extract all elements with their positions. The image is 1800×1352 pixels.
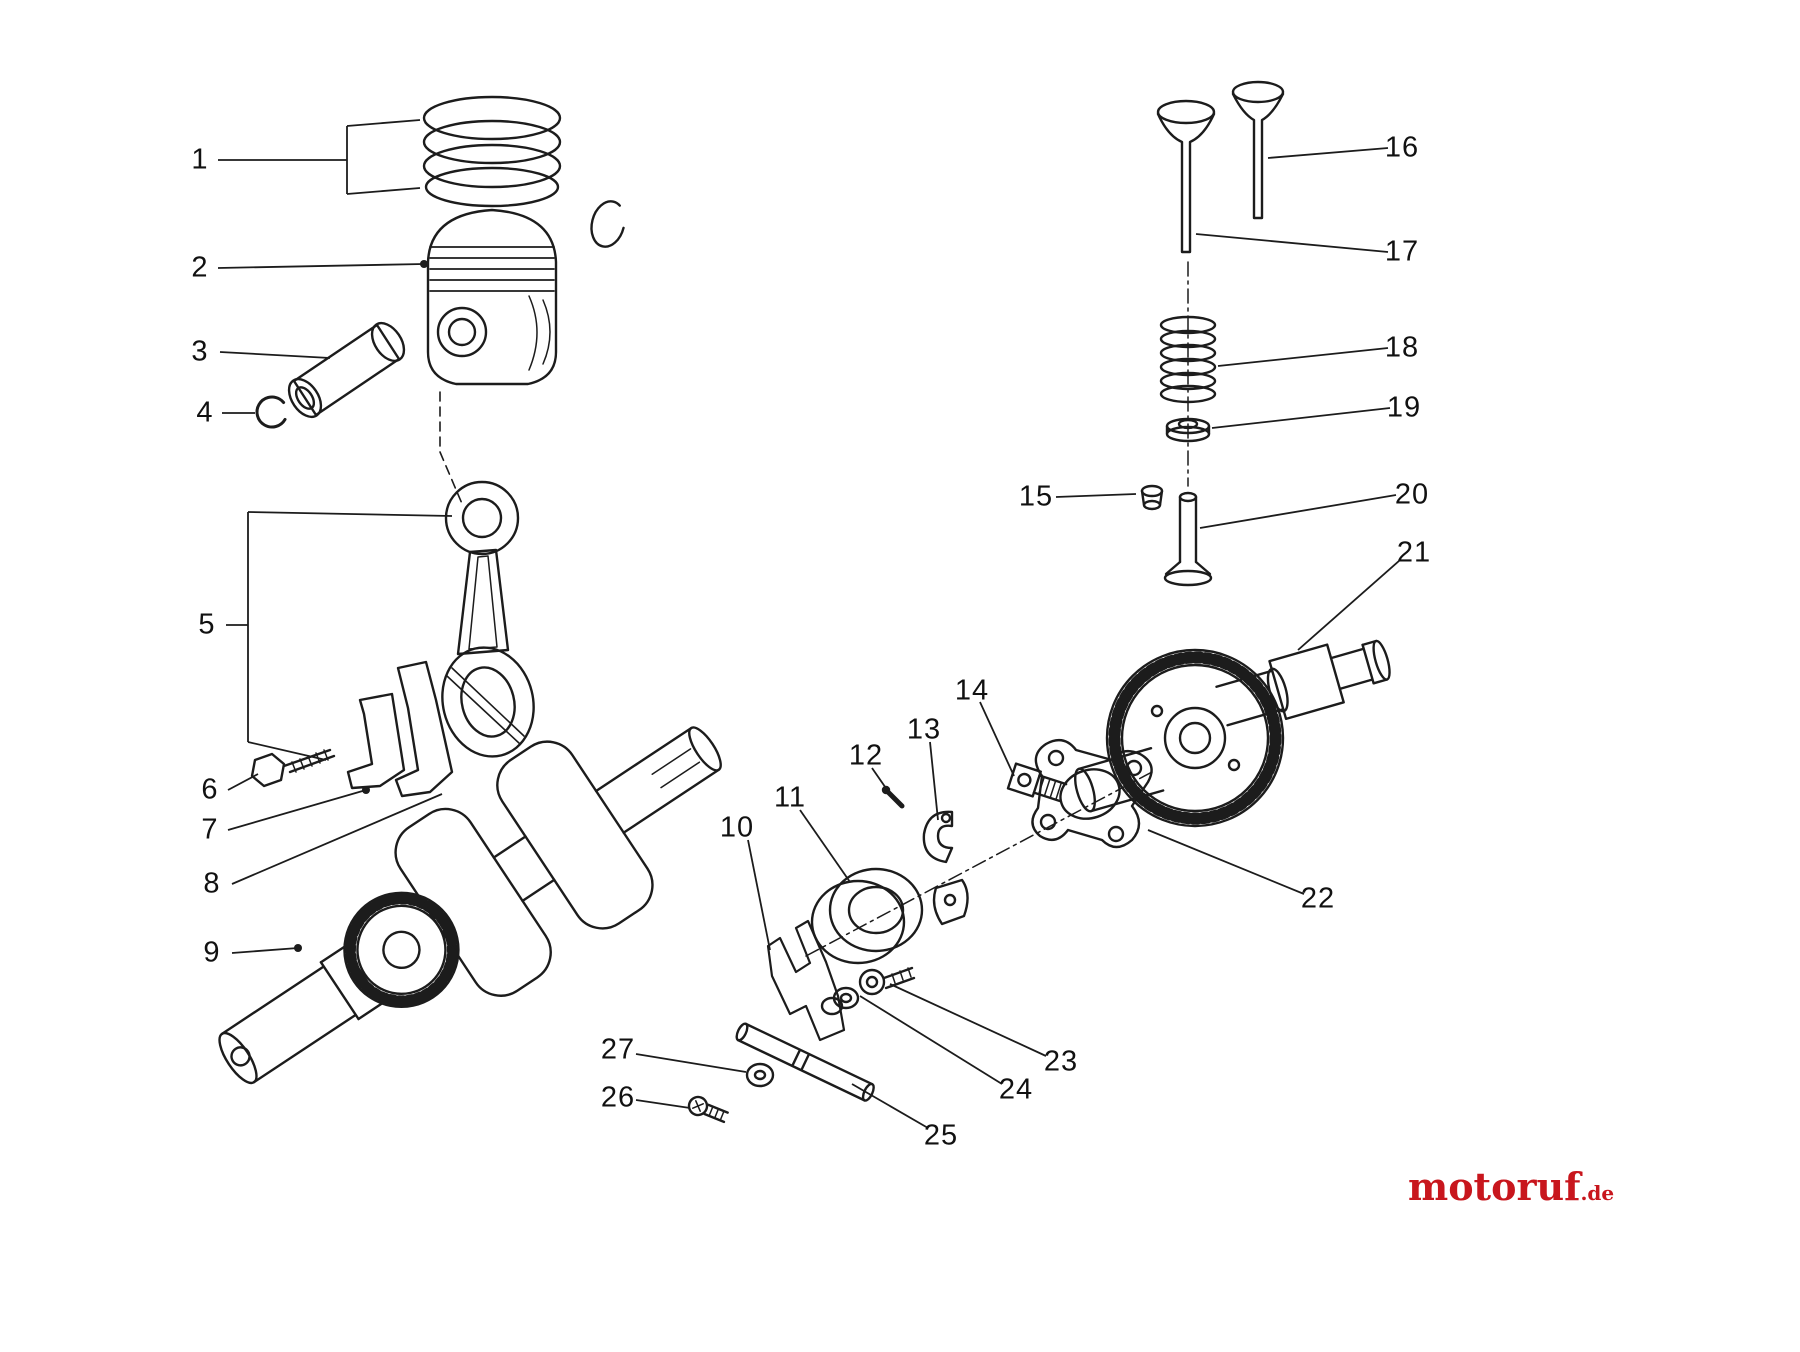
small-screw — [687, 1095, 729, 1124]
leader-line-16 — [1267, 147, 1389, 159]
part-callout-12: 12 — [848, 739, 884, 772]
part-callout-2: 2 — [191, 251, 209, 284]
watermark-tld[interactable]: .de — [1580, 1181, 1615, 1205]
leader-line-9 — [231, 947, 299, 954]
leader-line-26 — [635, 1099, 691, 1109]
part-callout-16: 16 — [1384, 131, 1420, 164]
part-callout-8: 8 — [203, 867, 221, 900]
camshaft-stub — [1074, 746, 1165, 813]
valve-lifter — [1163, 491, 1213, 587]
camshaft-gear — [1105, 648, 1285, 828]
leader-line-5 — [247, 511, 453, 517]
leader-dot-2 — [420, 260, 428, 268]
leader-line-24 — [859, 995, 1003, 1085]
cam-clip — [922, 810, 954, 864]
part-callout-19: 19 — [1386, 391, 1422, 424]
intake-valve — [1156, 99, 1216, 254]
part-callout-9: 9 — [203, 936, 221, 969]
leader-line-1 — [346, 119, 421, 127]
centerlines — [805, 261, 1189, 957]
circlip — [255, 395, 289, 429]
leader-line-25 — [851, 1083, 929, 1129]
leader-line-21 — [1297, 559, 1401, 651]
exhaust-valve — [1231, 80, 1285, 220]
leader-line-7 — [227, 789, 367, 831]
leader-line-8 — [231, 793, 443, 885]
part-callout-4: 4 — [196, 396, 214, 429]
watermark: motoruf.de — [1408, 1168, 1614, 1206]
pivot-bolt — [858, 966, 916, 996]
leader-line-23 — [889, 983, 1047, 1057]
leader-line-18 — [1217, 347, 1389, 367]
leader-line-15 — [1055, 493, 1137, 498]
part-callout-10: 10 — [719, 811, 755, 844]
washers — [820, 986, 860, 1016]
leader-line-20 — [1199, 494, 1397, 529]
part-callout-23: 23 — [1043, 1045, 1079, 1078]
governor-fork — [766, 919, 846, 1042]
part-callout-5: 5 — [198, 608, 216, 641]
assembly-dash-line — [439, 391, 464, 507]
leader-line-27 — [635, 1053, 747, 1073]
part-callout-24: 24 — [998, 1073, 1034, 1106]
part-callout-14: 14 — [954, 674, 990, 707]
part-callout-20: 20 — [1394, 478, 1430, 511]
part-callout-25: 25 — [923, 1119, 959, 1152]
leader-line-10 — [747, 839, 771, 951]
watermark-brand[interactable]: motoruf — [1408, 1164, 1581, 1209]
camshaft-journal — [1215, 639, 1391, 727]
leader-line-2 — [217, 263, 425, 269]
leader-line-5 — [247, 741, 327, 761]
governor-collar — [810, 867, 924, 965]
tappet-nut — [1140, 484, 1164, 511]
part-callout-7: 7 — [201, 813, 219, 846]
part-callout-22: 22 — [1300, 882, 1336, 915]
part-callout-3: 3 — [191, 335, 209, 368]
wrist-pin — [287, 321, 406, 419]
rod-bolt — [250, 748, 336, 788]
leader-line-3 — [219, 351, 331, 359]
leader-dot-7 — [362, 786, 370, 794]
part-callout-6: 6 — [201, 773, 219, 806]
leader-line-14 — [979, 701, 1015, 777]
part-callout-15: 15 — [1018, 480, 1054, 513]
leader-line-13 — [929, 741, 939, 821]
piston — [426, 208, 558, 386]
part-callout-26: 26 — [600, 1081, 636, 1114]
leader-line-22 — [1147, 829, 1305, 895]
part-callout-13: 13 — [906, 713, 942, 746]
leader-line-11 — [799, 809, 851, 883]
leader-line-19 — [1211, 407, 1391, 429]
part-callout-21: 21 — [1396, 536, 1432, 569]
rod-cap-lock-plates — [346, 660, 454, 798]
leader-line-17 — [1195, 233, 1389, 253]
connecting-rod — [441, 480, 535, 758]
part-callout-1: 1 — [191, 143, 209, 176]
part-callout-27: 27 — [600, 1033, 636, 1066]
piston-ring-set — [422, 95, 562, 208]
thrust-washer — [932, 878, 969, 926]
part-callout-17: 17 — [1384, 235, 1420, 268]
leader-line-12 — [871, 767, 891, 795]
leader-line-1 — [346, 187, 421, 195]
leader-line-6 — [227, 773, 259, 791]
leader-dot-9 — [294, 944, 302, 952]
crankshaft — [218, 726, 722, 1085]
part-callout-11: 11 — [773, 781, 807, 814]
part-callout-18: 18 — [1384, 331, 1420, 364]
small-washer — [745, 1062, 775, 1088]
snap-ring — [590, 200, 626, 248]
